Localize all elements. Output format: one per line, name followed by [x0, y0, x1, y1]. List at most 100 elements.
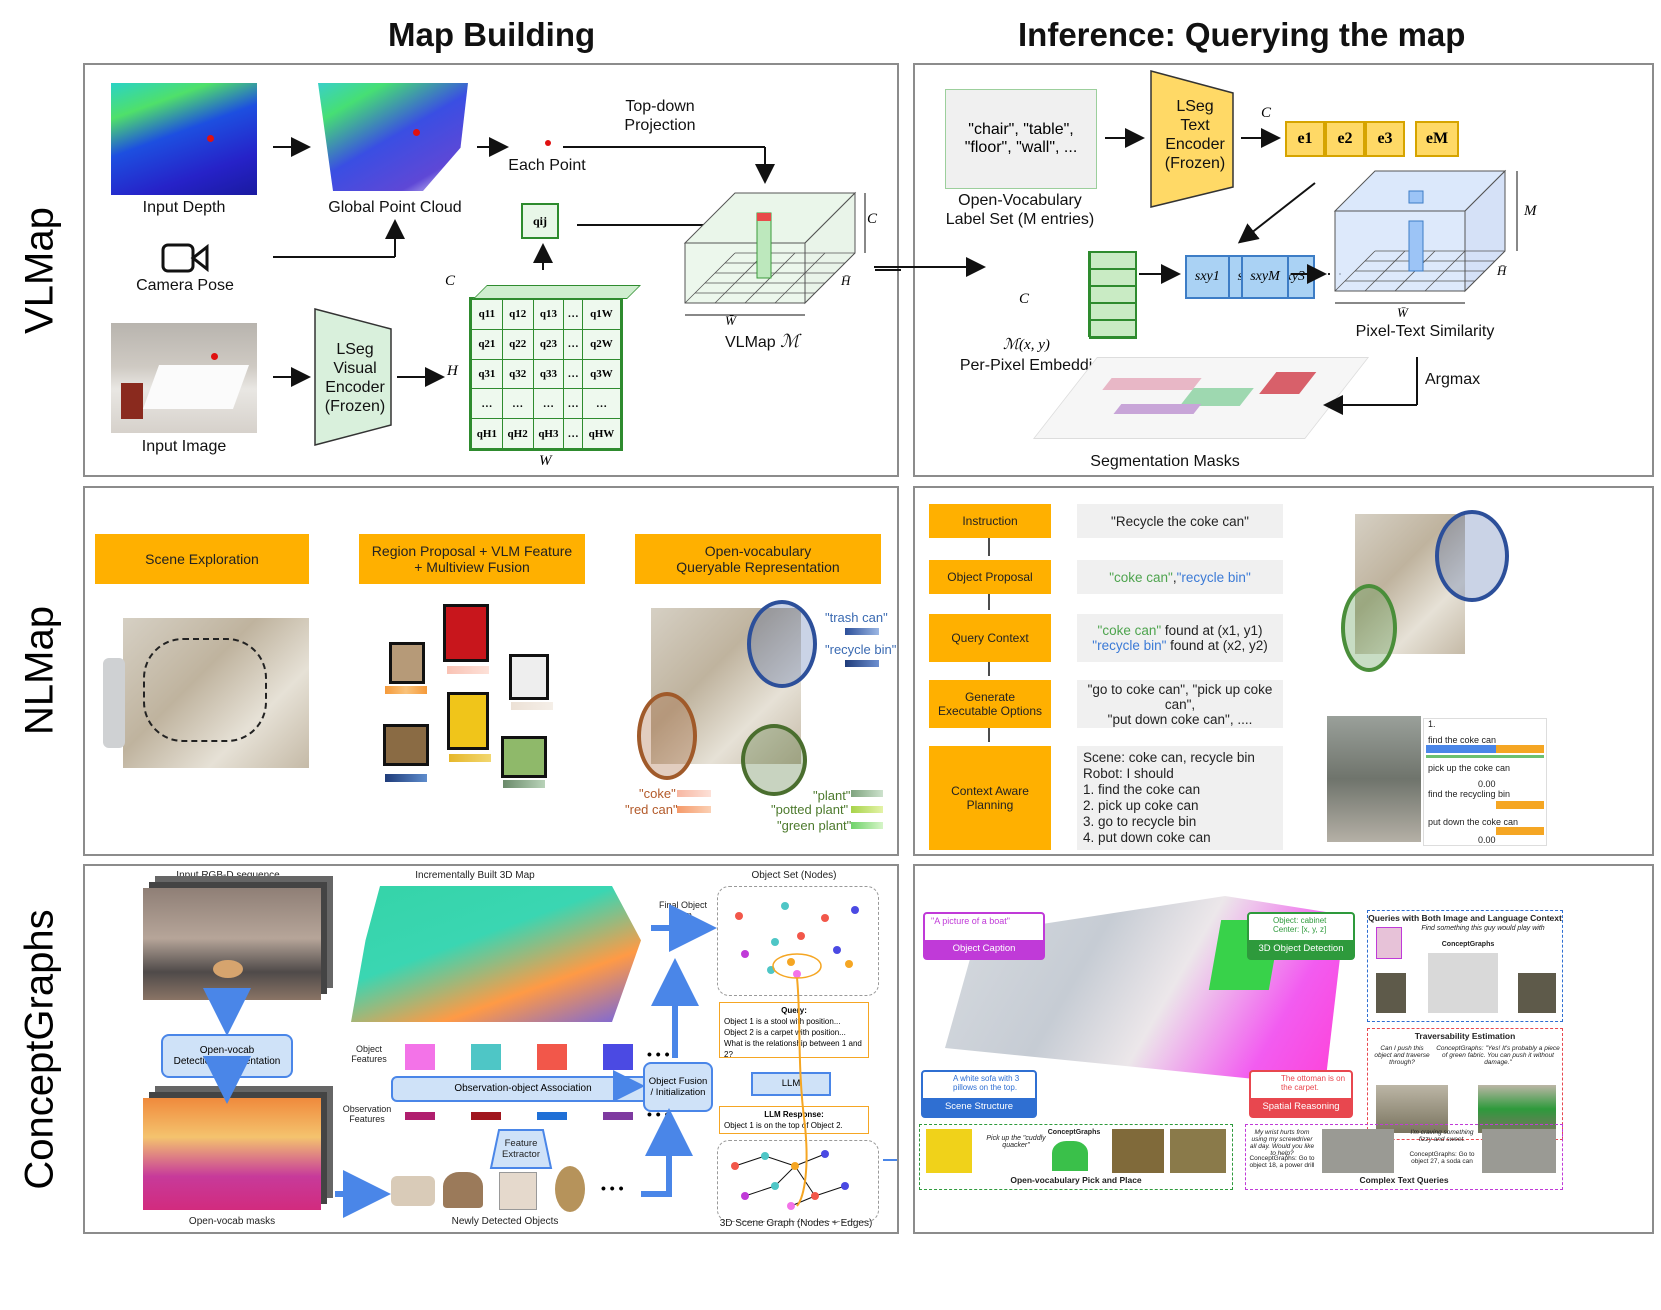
circle-coke-can — [1341, 584, 1397, 672]
emb-dim-c: C — [1261, 105, 1272, 121]
objects-ellipsis: • • • — [601, 1180, 624, 1196]
grid-cell: … — [563, 328, 583, 360]
txt-enc-2: Text — [1180, 117, 1210, 134]
each-point-label: Each Point — [508, 157, 586, 174]
complex-a1: ConceptGraphs: Go to object 18, a power … — [1249, 1155, 1315, 1169]
visual-encoder-label: LSeg Visual Encoder (Frozen) — [317, 340, 393, 416]
panel-vlmap-inference: "chair", "table", "floor", "wall", ... O… — [913, 63, 1654, 477]
row-label-conceptgraphs: ConceptGraphs — [17, 909, 62, 1190]
query-link — [796, 977, 808, 1207]
visual-encoder-shape — [314, 308, 392, 446]
masks-stack — [143, 1098, 321, 1210]
observation-features-label: Observation Features — [341, 1104, 393, 1124]
cloud-point-marker — [413, 129, 420, 136]
grid-cell: q11 — [471, 299, 503, 330]
embedding-e1: e1 — [1285, 121, 1325, 157]
obs-bar — [405, 1112, 435, 1120]
text-encoder-shape — [1150, 70, 1234, 208]
txt-enc-4: (Frozen) — [1164, 155, 1226, 172]
top-down-line-2: Projection — [624, 117, 696, 134]
crop-coke — [443, 604, 489, 662]
feature-square — [405, 1044, 435, 1070]
openvocab-line-2: Queryable Representation — [676, 559, 840, 575]
per-pixel-label: Per-Pixel Embedding — [959, 357, 1111, 374]
region-line-2: + Multiview Fusion — [414, 559, 530, 575]
complex-q1: My wrist hurts from using my screwdriver… — [1249, 1129, 1315, 1157]
grid-cell: q13 — [532, 299, 565, 330]
cube-dim-m: M — [1524, 203, 1537, 219]
enc-line-3: Encoder — [325, 379, 385, 396]
robot-thumb-2 — [1518, 973, 1556, 1013]
circle-coke — [637, 692, 697, 780]
grid-depth-top — [473, 285, 641, 299]
label-trash-can: "trash can" — [825, 610, 888, 625]
det-line-2: Center: [x, y, z] — [1273, 925, 1327, 934]
planning-text: Scene: coke can, recycle bin Robot: I sh… — [1077, 746, 1283, 850]
row-label-nlmap: NLMap — [17, 606, 62, 735]
camera-pose-label: Camera Pose — [136, 277, 234, 294]
object-crop — [391, 1176, 435, 1206]
label-set-box: "chair", "table", "floor", "wall", ... — [945, 89, 1097, 189]
feature-square — [603, 1044, 633, 1070]
plan-step-1: 1. find the coke can — [1083, 782, 1201, 797]
llm-response-box: LLM Response: Object 1 is on the top of … — [719, 1106, 869, 1134]
similarity-s1: sxy1 — [1187, 257, 1230, 297]
fusion-line-1: Object Fusion — [648, 1076, 708, 1087]
swatch-green — [851, 822, 883, 829]
top-down-projection-label: Top-down Projection — [605, 97, 715, 135]
header-inference: Inference: Querying the map — [1018, 16, 1466, 53]
input-depth-image — [111, 83, 257, 195]
queries-both-text: Find something this guy would play with — [1421, 925, 1545, 932]
object-caption-card: "A picture of a boat" Object Caption — [923, 912, 1045, 960]
queries-both-box: Queries with Both Image and Language Con… — [1367, 910, 1563, 1022]
proposal-sep: , — [1172, 569, 1177, 585]
trav-photo-2 — [1478, 1085, 1556, 1133]
region-proposal-box: Region Proposal + VLM Feature + Multivie… — [359, 534, 585, 584]
obs-bar — [471, 1112, 501, 1120]
feature-extractor-shape — [489, 1129, 553, 1169]
grid-cell: qH2 — [501, 418, 534, 449]
plan-step-4: 4. put down coke can — [1083, 830, 1211, 845]
det-text: Object: cabinet Center: [x, y, z] — [1273, 916, 1326, 934]
swatch-trash — [845, 628, 879, 635]
segmentation-masks-label: Segmentation Masks — [1090, 453, 1240, 470]
label-set-line-2: "floor", "wall", ... — [964, 139, 1078, 156]
feat-swatch — [385, 686, 427, 694]
panel-cg-inference: "A picture of a boat" Object Caption Obj… — [913, 864, 1654, 1234]
header-map-building: Map Building — [388, 16, 596, 53]
chart-item-2: pick up the coke can — [1428, 763, 1511, 773]
grid-cell: … — [471, 388, 503, 420]
input-image-label: Input Image — [141, 438, 227, 455]
llm-box: LLM — [751, 1072, 831, 1096]
step-arrows — [988, 538, 990, 742]
instruction-text: "Recycle the coke can" — [1077, 504, 1283, 538]
region-line-1: Region Proposal + VLM Feature — [371, 543, 573, 559]
fe-line-2: Extractor — [501, 1149, 540, 1160]
pp-dim-c: C — [1019, 291, 1030, 307]
chart-bar — [1496, 801, 1544, 809]
step-object-proposal: Object Proposal — [929, 560, 1051, 594]
context-line-2: "recycle bin" found at (x2, y2) — [1092, 638, 1267, 653]
scene-exploration-box: Scene Exploration — [95, 534, 309, 584]
options-line-2: "put down coke can", .... — [1107, 711, 1253, 727]
step-query-context: Query Context — [929, 614, 1051, 662]
3d-map-image — [351, 886, 641, 1022]
crop-sign — [447, 692, 489, 750]
crop-bag — [389, 642, 425, 684]
panel-vlmap-building: Input Depth Global Point Cloud Camera Po… — [83, 63, 901, 477]
cube2-dim-h: H̄ — [1497, 263, 1507, 278]
pick-place-label: Open-vocabulary Pick and Place — [1010, 1175, 1142, 1185]
open-vocab-masks-label: Open-vocab masks — [188, 1216, 276, 1227]
swatch-coke — [677, 790, 711, 797]
label-plant: "plant" — [813, 788, 851, 803]
rgbd-frame — [143, 888, 321, 1000]
fe-line-1: Feature — [504, 1138, 538, 1149]
embedding-em: eM — [1415, 121, 1459, 157]
chart-bar — [1426, 755, 1544, 758]
plan-step-3: 3. go to recycle bin — [1083, 814, 1197, 829]
duck-graph — [1052, 1141, 1088, 1171]
